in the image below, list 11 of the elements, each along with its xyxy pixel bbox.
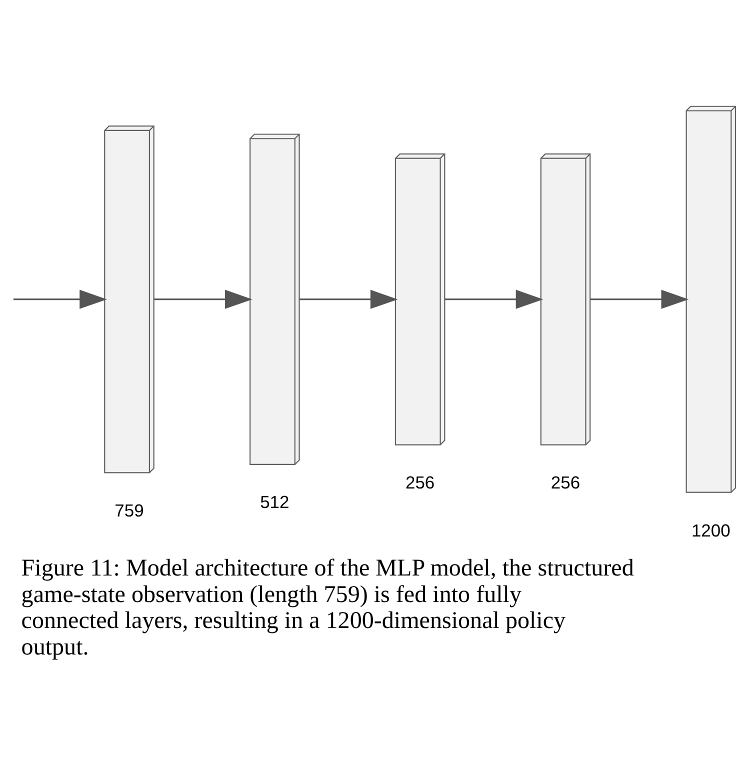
arrow: [299, 289, 398, 308]
node-label: 1200: [691, 520, 730, 540]
arrow: [154, 289, 252, 308]
node-label: 256: [550, 472, 580, 492]
arrow: [590, 289, 689, 308]
caption: Figure 11: Model architecture of the MLP model, the structured game-state observation (length 759) is fed into fully connected layers, resulting in a 1200-dimensional policy output.: [21, 555, 634, 660]
node-label: 759: [114, 500, 144, 520]
node-label: 256: [405, 472, 435, 492]
node-label: 512: [260, 491, 290, 512]
arrow: [444, 289, 544, 308]
arrow: [13, 289, 107, 308]
